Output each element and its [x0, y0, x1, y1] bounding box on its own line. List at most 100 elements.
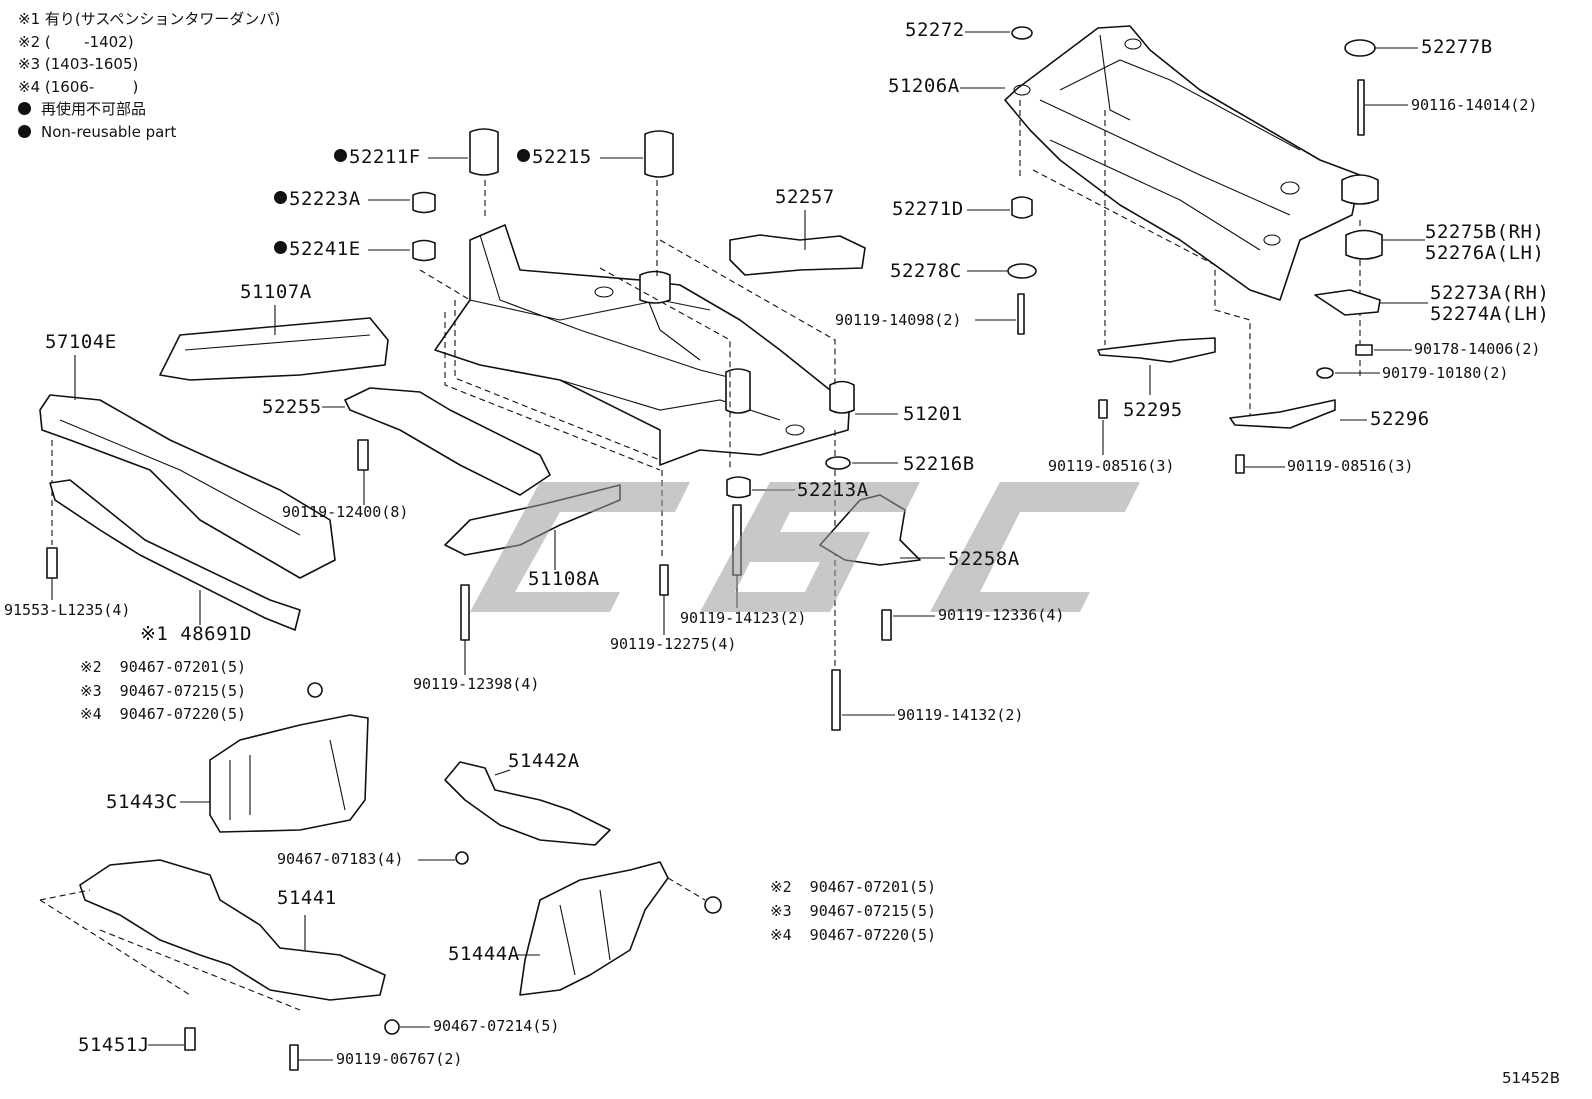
bracket-52257: [729, 234, 866, 276]
label-90119-08516-a: 90119-08516(3): [1048, 457, 1175, 475]
label-52295: 52295: [1123, 399, 1183, 421]
bolt-91553-L1235: [46, 547, 58, 579]
figure-reference: 51452B: [1501, 1069, 1560, 1087]
label-right-clip-c: ※4 90467-07220(5): [770, 926, 937, 944]
clip-90467-07201-top: [307, 682, 323, 698]
label-52276A: 52276A(LH): [1425, 242, 1545, 264]
legend-note-4: ※4 (1606- ): [18, 77, 139, 96]
label-52215: 52215: [517, 148, 592, 167]
label-90119-14123: 90119-14123(2): [680, 609, 807, 627]
label-90119-08516-b: 90119-08516(3): [1287, 457, 1414, 475]
label-90467-07214: 90467-07214(5): [433, 1017, 560, 1035]
cover-51442A: [444, 761, 611, 846]
label-57104E: 57104E: [45, 331, 117, 353]
bolt-90116-14014: [1357, 79, 1365, 136]
cover-51444A: [519, 861, 669, 996]
legend-note-3: ※3 (1403-1605): [18, 55, 139, 73]
legend-nonreusable-jp: 再使用不可部品: [18, 98, 280, 121]
label-52271D: 52271D: [892, 198, 964, 220]
bolt-90119-06767: [289, 1044, 299, 1071]
label-52273A: 52273A(RH): [1430, 282, 1550, 304]
bolt-90119-08516-b: [1235, 454, 1245, 474]
label-90467-07183: 90467-07183(4): [277, 850, 404, 868]
label-52223A-text: 52223A: [289, 188, 361, 210]
label-48691D: ※1 48691D: [140, 623, 252, 645]
label-90179-10180: 90179-10180(2): [1382, 364, 1509, 382]
label-90119-12275: 90119-12275(4): [610, 635, 737, 653]
label-90119-14098: 90119-14098(2): [835, 311, 962, 329]
cover-51441: [79, 859, 386, 1001]
label-90119-12398: 90119-12398(4): [413, 675, 540, 693]
cover-51443C: [209, 714, 369, 833]
label-51441: 51441: [277, 887, 337, 909]
legend-nonreusable-en: Non-reusable part: [18, 121, 280, 144]
label-52241E: 52241E: [274, 240, 361, 259]
label-52272: 52272: [905, 19, 965, 41]
legend-nonreusable-en-text: Non-reusable part: [41, 122, 177, 141]
member-57104E: [39, 394, 336, 579]
label-90116-14014: 90116-14014(2): [1411, 96, 1538, 114]
washer-52216B: [825, 456, 851, 470]
label-52215-text: 52215: [532, 146, 592, 168]
label-51442A: 51442A: [508, 750, 580, 772]
bushing-52241E: [412, 239, 436, 262]
label-52277B: 52277B: [1421, 36, 1493, 58]
legend-note-2: ※2 ( -1402): [18, 32, 134, 51]
nonreusable-mark-icon: [274, 191, 287, 204]
label-52257: 52257: [775, 186, 835, 208]
legend-note-1: ※1 有り(サスペンションタワーダンパ): [18, 10, 281, 28]
part-52278C: [1007, 263, 1037, 279]
brace-48691D: [49, 479, 301, 631]
bracket-52273A: [1314, 289, 1381, 316]
part-52275B-bottom: [1345, 229, 1383, 260]
part-52275B-top: [1341, 174, 1379, 205]
bushing-52223A: [412, 191, 436, 214]
label-52274A: 52274A(LH): [1430, 303, 1550, 325]
rear-subframe-51206A: [1004, 25, 1361, 301]
nut-90178-14006: [1355, 344, 1373, 356]
label-topleft-clip-c: ※4 90467-07220(5): [80, 705, 247, 723]
label-90119-06767: 90119-06767(2): [336, 1050, 463, 1068]
bolt-90119-08516-a: [1098, 399, 1108, 419]
nonreusable-mark-icon: [517, 149, 530, 162]
filled-circle-icon: [18, 102, 31, 115]
bolt-51451J: [184, 1027, 196, 1051]
brace-52296: [1229, 399, 1336, 429]
nonreusable-mark-icon: [274, 241, 287, 254]
bolt-90119-12336: [881, 609, 892, 641]
clip-90467-07214: [384, 1019, 400, 1035]
bushing-52213A: [726, 476, 751, 499]
label-51108A: 51108A: [528, 568, 600, 590]
bolt-90119-14132: [831, 669, 841, 731]
label-51444A: 51444A: [448, 943, 520, 965]
label-52255: 52255: [262, 396, 322, 418]
label-51206A: 51206A: [888, 75, 960, 97]
clip-90467-07201-right: [704, 896, 722, 914]
label-52241E-text: 52241E: [289, 238, 361, 260]
label-right-clip-b: ※3 90467-07215(5): [770, 902, 937, 920]
clip-90467-07183: [455, 851, 469, 865]
part-52272: [1011, 26, 1033, 40]
label-52211F: 52211F: [334, 148, 421, 167]
label-52275B: 52275B(RH): [1425, 221, 1545, 243]
label-52278C: 52278C: [890, 260, 962, 282]
plate-52255: [344, 387, 551, 496]
label-52258A: 52258A: [948, 548, 1020, 570]
front-subframe-51201: [434, 224, 855, 466]
label-51107A: 51107A: [240, 281, 312, 303]
legend-nonreusable-jp-text: 再使用不可部品: [41, 100, 147, 118]
nonreusable-mark-icon: [334, 149, 347, 162]
bolt-90119-12400: [357, 439, 369, 471]
filled-circle-icon: [18, 124, 31, 138]
label-51443C: 51443C: [106, 791, 178, 813]
reinforcement-51107A: [159, 317, 389, 381]
label-90119-14132: 90119-14132(2): [897, 706, 1024, 724]
label-52213A: 52213A: [797, 479, 869, 501]
label-52223A: 52223A: [274, 190, 361, 209]
washer-90179-10180: [1316, 367, 1334, 379]
part-52277B: [1344, 39, 1376, 57]
brace-52295: [1097, 337, 1216, 363]
label-90119-12400: 90119-12400(8): [282, 503, 409, 521]
bolt-90119-14098: [1017, 293, 1025, 335]
